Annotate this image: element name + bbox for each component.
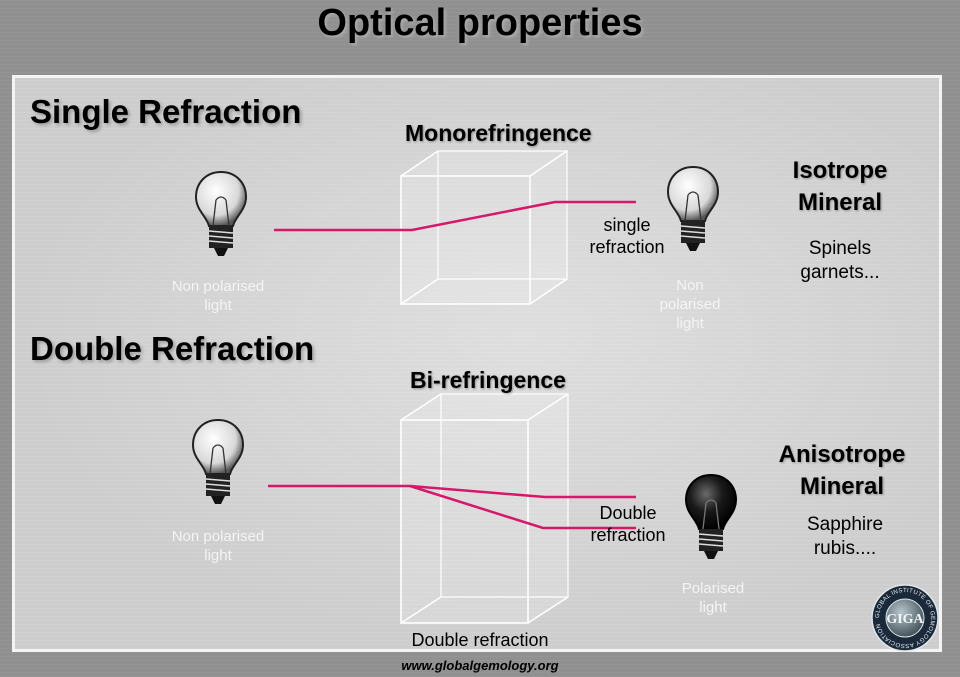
- light-bulb-icon: [194, 170, 248, 256]
- monorefringence-label: Monorefringence: [405, 120, 592, 146]
- double-refraction-label: Double refraction: [590, 503, 666, 545]
- isotrope-examples: Spinels garnets...: [800, 238, 880, 283]
- logo-initials: GIGA: [886, 612, 924, 627]
- light-bulb-icon: [666, 165, 720, 251]
- logo-seal-icon: GLOBAL INSTITUTE OF GEMOLOGY ASSOCIATION…: [871, 584, 939, 652]
- dark-light-bulb-icon: [684, 473, 738, 559]
- output-light-label: Non polarised light: [659, 277, 721, 332]
- input-light-label: Non polarised light: [171, 528, 265, 564]
- double-refraction-heading: Double Refraction: [30, 330, 315, 367]
- single-refraction-label: single refraction: [589, 215, 665, 257]
- monorefringence-crystal: [400, 150, 568, 305]
- single-refraction-ray: [274, 200, 636, 232]
- double-refraction-ray-lower: [409, 484, 636, 530]
- double-refraction-ray-upper: [268, 484, 636, 499]
- double-refraction-caption: Double refraction: [411, 630, 549, 650]
- content-panel: [12, 75, 942, 652]
- anisotrope-mineral-label: Anisotrope Mineral: [778, 441, 906, 500]
- single-refraction-heading: Single Refraction: [30, 93, 302, 130]
- output-light-label: Polarised light: [681, 580, 745, 616]
- isotrope-mineral-label: Isotrope Mineral: [792, 157, 888, 216]
- input-light-label: Non polarised light: [171, 278, 265, 314]
- footer-url: www.globalgemology.org: [401, 658, 559, 673]
- page-title: Optical properties: [317, 2, 643, 44]
- anisotrope-examples: Sapphire rubis....: [806, 514, 884, 559]
- birefringence-label: Bi-refringence: [410, 367, 566, 393]
- light-bulb-icon: [191, 418, 245, 504]
